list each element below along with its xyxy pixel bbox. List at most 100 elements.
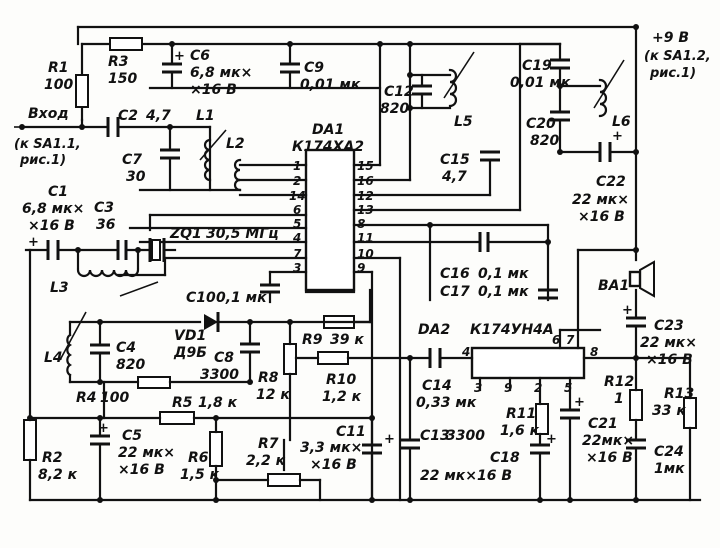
da1-part: К174ХА2 [292, 139, 364, 155]
resistor-r1 [75, 74, 89, 108]
polarity-marks: + + + + + + + + [28, 49, 633, 447]
r11-ref: R11 [506, 406, 536, 422]
r3-value: 150 [108, 71, 137, 87]
trim-arrow-l3 [119, 281, 159, 297]
junction-dots [27, 72, 639, 503]
inductor-l6 [598, 78, 608, 118]
resistor-r3 [109, 37, 143, 51]
da2-pin: 7 [566, 333, 575, 347]
c11-value: 3,3 мк× [300, 440, 362, 456]
da1-pin: 11 [357, 231, 374, 245]
da1-pin: 10 [357, 247, 374, 261]
l3-label: L3 [50, 280, 69, 296]
capacitor-plates [46, 58, 646, 455]
c20-ref: C20 [526, 116, 556, 132]
l2-label: L2 [226, 136, 245, 152]
r5-value: 1,8 к [198, 395, 238, 411]
da1-pin: 3 [293, 261, 301, 275]
c13-ref: C13 [420, 428, 450, 444]
c6-value: 6,8 мк× [190, 65, 252, 81]
vd1-part: Д9Б [173, 345, 207, 361]
labels: +9 В (к SA1.2, рис.1) Вход (к SA1.1, рис… [14, 30, 711, 484]
c18-ref: C18 [490, 450, 520, 466]
r1-value: 100 [44, 77, 73, 93]
resistor-r4 [137, 376, 171, 389]
da1-pin: 9 [357, 261, 365, 275]
c11-rating: ×16 В [310, 457, 357, 473]
c12-value: 820 [380, 101, 409, 117]
l1-label: L1 [196, 108, 215, 124]
da1-ic [304, 148, 356, 294]
r4-ref: R4 [76, 390, 97, 406]
supply-ref2: рис.1) [649, 66, 696, 81]
c7-ref: C7 [122, 152, 142, 168]
r7-ref: R7 [258, 436, 279, 452]
input-label: Вход [28, 106, 69, 122]
supply-ref: (к SA1.2, [644, 49, 711, 64]
zq1-value: 30,5 МГц [206, 226, 279, 242]
c7-value: 30 [126, 169, 146, 185]
c13-value: 3300 [446, 428, 485, 444]
c19-value: 0,01 мк [510, 75, 571, 91]
svg-text:+: + [384, 432, 395, 447]
c9-value: 0,01 мк [300, 77, 361, 93]
supply-voltage: +9 В [652, 30, 689, 46]
da1-pin: 14 [289, 189, 306, 203]
r13-value: 33 к [652, 403, 686, 419]
da2-part: К174УН4А [470, 322, 554, 338]
resistor-r10 [317, 351, 349, 365]
c5-rating: ×16 В [118, 462, 165, 478]
r1-ref: R1 [48, 60, 69, 76]
c21-value: 22мк× [582, 433, 634, 449]
c12-ref: C12 [384, 84, 414, 100]
speaker-ba1 [628, 260, 655, 298]
trim-arrow-l4 [59, 311, 87, 361]
da2-pin: 8 [590, 345, 598, 359]
inductor-l4 [66, 333, 72, 377]
da1-pin: 1 [293, 159, 301, 173]
c11-ref: C11 [336, 424, 366, 440]
r6-value: 1,5 к [180, 467, 220, 483]
ba1-ref: BA1 [598, 278, 629, 294]
r10-ref: R10 [326, 372, 357, 388]
c3-value: 36 [96, 217, 116, 233]
c16-ref: C16 [440, 266, 470, 282]
r8-value: 12 к [256, 387, 290, 403]
resistor-r2 [23, 419, 37, 461]
r4-value: 100 [100, 390, 129, 406]
da1-pin: 5 [293, 217, 301, 231]
trim-arrow-l6 [593, 59, 625, 109]
c21-rating: ×16 В [586, 450, 633, 466]
inductor-l2 [233, 158, 242, 192]
input-ref: (к SA1.1, [14, 137, 81, 152]
r2-value: 8,2 к [38, 467, 78, 483]
c23-value: 22 мк× [640, 335, 697, 351]
da1-pin: 15 [357, 159, 374, 173]
c6-rating: ×16 В [190, 82, 237, 98]
r10-value: 1,2 к [322, 389, 362, 405]
c22-rating: ×16 В [578, 209, 625, 225]
resistor-r11 [535, 403, 549, 435]
c16-value: 0,1 мк [478, 266, 529, 282]
c19-ref: C19 [522, 58, 552, 74]
r13-ref: R13 [664, 386, 694, 402]
da1-pin: 12 [357, 189, 374, 203]
da1-pin: 8 [357, 217, 365, 231]
da2-pin: 3 [474, 381, 482, 395]
da2-pin: 6 [552, 333, 560, 347]
r9-ref: R9 [302, 332, 323, 348]
svg-text:+: + [28, 235, 39, 250]
da2-ic [470, 346, 586, 380]
c22-value: 22 мк× [572, 192, 629, 208]
input-ref2: рис.1) [19, 153, 66, 168]
c3-ref: C3 [94, 200, 114, 216]
trim-arrow-l5 [443, 51, 475, 99]
c15-ref: C15 [440, 152, 470, 168]
da1-pin: 16 [357, 174, 374, 188]
r8-ref: R8 [258, 370, 279, 386]
l5-label: L5 [454, 114, 473, 130]
wires [14, 41, 692, 502]
c20-value: 820 [530, 133, 559, 149]
